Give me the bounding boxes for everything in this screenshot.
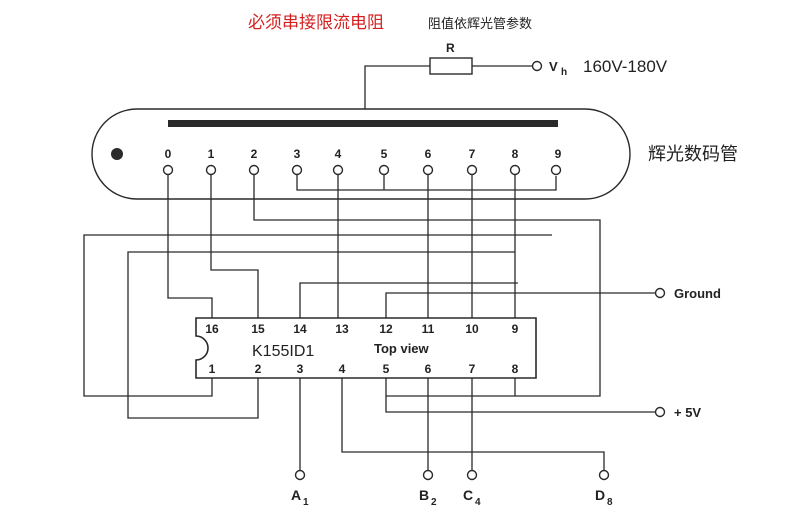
vh-subscript: h (561, 67, 567, 78)
ic-pin-12: 12 (379, 322, 393, 336)
tube-pin-label-5: 5 (381, 147, 388, 161)
vh-terminal (531, 60, 543, 72)
tube-pin-label-4: 4 (335, 147, 342, 161)
ic-pin-10: 10 (465, 322, 479, 336)
resistor-label: R (446, 41, 455, 55)
ic-pin-14: 14 (293, 322, 307, 336)
tube-pin-label-6: 6 (425, 147, 432, 161)
ic-pin-16: 16 (205, 322, 219, 336)
tube-pin-2 (248, 164, 260, 176)
ic-pin-1: 1 (209, 362, 216, 376)
wire-cathode-9-loop (83, 234, 552, 397)
resistor-lead-left (364, 65, 430, 112)
tube-pin-0 (162, 164, 174, 176)
ic-pin-7: 7 (469, 362, 476, 376)
input-terminal-a (294, 469, 306, 481)
ground-terminal (654, 287, 666, 299)
tube-pin-8 (509, 164, 521, 176)
input-terminal-d (598, 469, 610, 481)
ic-pin-6: 6 (425, 362, 432, 376)
tube-pin-7 (466, 164, 478, 176)
tube-pin-label-7: 7 (469, 147, 476, 161)
tube-pin-label-2: 2 (251, 147, 258, 161)
wiring (83, 174, 656, 470)
ic-name: K155ID1 (252, 343, 314, 360)
input-b-letter: B (419, 487, 429, 503)
ic-pin-15: 15 (251, 322, 265, 336)
tube-pin-3 (291, 164, 303, 176)
tube-pin-label-8: 8 (512, 147, 519, 161)
ic-pin-2: 2 (255, 362, 262, 376)
input-terminal-b (422, 469, 434, 481)
tube-pin-label-0: 0 (165, 147, 172, 161)
ic-pin-9: 9 (512, 322, 519, 336)
wire-cathode-1 (210, 174, 259, 318)
anode-bar (168, 120, 558, 127)
resistor-body (429, 57, 473, 75)
tube-pin-6 (422, 164, 434, 176)
input-d-sub: 8 (607, 497, 613, 508)
plus5v-label: + 5V (674, 405, 701, 420)
input-c-letter: C (463, 487, 473, 503)
ic-pin-4: 4 (339, 362, 346, 376)
note-text: 阻值依辉光管参数 (428, 16, 532, 31)
wire-cathode-2 (253, 174, 601, 397)
wire-d8 (341, 378, 605, 470)
tube-key-dot (111, 148, 123, 160)
input-a-sub: 1 (303, 497, 309, 508)
input-terminal-c (466, 469, 478, 481)
ground-label: Ground (674, 286, 721, 301)
vh-range: 160V-180V (583, 57, 668, 76)
ic-pin-11: 11 (422, 322, 435, 336)
tube-pin-9 (550, 164, 562, 176)
tube-pin-label-1: 1 (208, 147, 215, 161)
vh-label: V (549, 59, 558, 74)
input-a-letter: A (291, 487, 301, 503)
input-c-sub: 4 (475, 497, 481, 508)
ic-pin-13: 13 (335, 322, 349, 336)
tube-pin-label-3: 3 (294, 147, 301, 161)
tube-pin-5 (378, 164, 390, 176)
input-d-letter: D (595, 487, 605, 503)
wire-cathode-3 (296, 174, 557, 191)
ic-pin-3: 3 (297, 362, 304, 376)
ic-pin-5: 5 (383, 362, 390, 376)
ic-pin-8: 8 (512, 362, 519, 376)
tube-pin-label-9: 9 (555, 147, 562, 161)
warning-text: 必须串接限流电阻 (248, 13, 384, 32)
nixie-tube-outline (91, 108, 631, 200)
input-b-sub: 2 (431, 497, 437, 508)
wire-pin14 (299, 282, 518, 318)
wire-pin2-loop (127, 251, 515, 419)
tube-pin-1 (205, 164, 217, 176)
ic-body (195, 317, 537, 379)
wire-ground (385, 292, 656, 318)
tube-label: 辉光数码管 (648, 144, 738, 164)
plus5v-terminal (654, 406, 666, 418)
wire-5v (385, 396, 656, 413)
tube-pin-4 (332, 164, 344, 176)
wire-cathode-0 (167, 174, 213, 318)
ic-view: Top view (374, 341, 430, 356)
